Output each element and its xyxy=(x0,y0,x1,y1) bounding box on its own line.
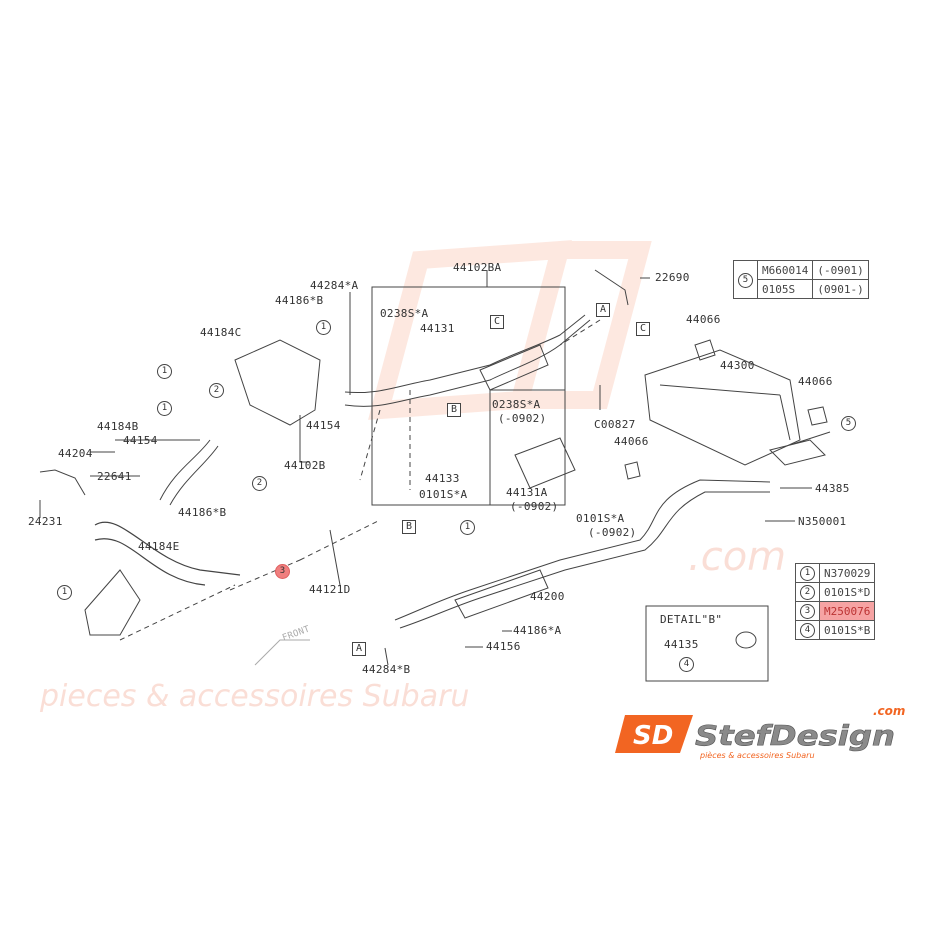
tailpipes xyxy=(769,431,831,466)
front-pipe xyxy=(94,521,241,586)
part-label: 0101S*A xyxy=(419,488,468,501)
part-label: 44066 xyxy=(614,435,649,448)
part-label: 44200 xyxy=(530,590,565,603)
o2-sensor-22690 xyxy=(594,269,629,306)
part-label: 44204 xyxy=(58,447,93,460)
muffler-44300 xyxy=(644,349,801,466)
ref-circle-1: 1 xyxy=(316,320,331,335)
watermark-logo-shape xyxy=(368,240,652,420)
ref-circle-1: 1 xyxy=(157,401,172,416)
rear-pipe-44200 xyxy=(394,479,771,629)
ref-box-b: B xyxy=(447,403,461,417)
part-label: (-0902) xyxy=(588,526,637,539)
part-label: 44102B xyxy=(284,459,326,472)
part-label: (-0902) xyxy=(498,412,547,425)
part-label: 44186*B xyxy=(178,506,227,519)
catalyst-44131A xyxy=(514,437,576,489)
part-label: C00827 xyxy=(594,418,636,431)
part-label: N350001 xyxy=(798,515,847,528)
ref-circle-3-highlighted[interactable]: 3 xyxy=(275,564,290,579)
ref-circle-4: 4 xyxy=(679,657,694,672)
part-label: 44121D xyxy=(309,583,351,596)
part-label: 44186*A xyxy=(513,624,562,637)
part-label: 44156 xyxy=(486,640,521,653)
part-label: 44154 xyxy=(123,434,158,447)
part-label: 44300 xyxy=(720,359,755,372)
part-label: 44135 xyxy=(664,638,699,651)
part-label: 44184E xyxy=(138,540,180,553)
part-label: 44184C xyxy=(200,326,242,339)
detail-b-frame xyxy=(645,605,769,682)
part-label: 44133 xyxy=(425,472,460,485)
ref-box-a: A xyxy=(596,303,610,317)
part-label: 44385 xyxy=(815,482,850,495)
logo-tld: .com xyxy=(873,705,905,718)
ref-box-c: C xyxy=(490,315,504,329)
legend-num: 5 xyxy=(733,260,758,299)
ref-circle-5: 5 xyxy=(841,416,856,431)
legend-part-5: 5 M660014(-0901) 0105S(0901-) xyxy=(733,260,869,299)
hanger-44066a xyxy=(694,339,716,361)
ref-box-a: A xyxy=(352,642,366,656)
part-label: 44154 xyxy=(306,419,341,432)
part-label: 44184B xyxy=(97,420,139,433)
part-label: 0101S*A xyxy=(576,512,625,525)
resonator xyxy=(454,569,549,619)
watermark-tagline: pieces & accessoires Subaru xyxy=(40,679,470,714)
part-label: 44131 xyxy=(420,322,455,335)
part-label: 44186*B xyxy=(275,294,324,307)
ref-circle-2: 2 xyxy=(252,476,267,491)
turbo-shield xyxy=(234,339,321,426)
catalyst xyxy=(479,344,549,391)
header-pipe xyxy=(159,439,219,506)
part-label: 0238S*A xyxy=(380,307,429,320)
part-label: 0238S*A xyxy=(492,398,541,411)
ref-circle-1: 1 xyxy=(157,364,172,379)
group-bracket-44102BA xyxy=(371,286,566,506)
ref-circle-1: 1 xyxy=(460,520,475,535)
ref-box-c: C xyxy=(636,322,650,336)
ref-circle-2: 2 xyxy=(209,383,224,398)
front-arrow xyxy=(254,639,310,666)
part-label: 44284*A xyxy=(310,279,359,292)
watermark-url: .com xyxy=(688,534,787,580)
part-label: 22690 xyxy=(655,271,690,284)
part-label: 44066 xyxy=(686,313,721,326)
ref-circle-1: 1 xyxy=(57,585,72,600)
part-label: (-0902) xyxy=(510,500,559,513)
detail-b-title: DETAIL"B" xyxy=(660,613,723,626)
part-label: 44102BA xyxy=(453,261,502,274)
part-label: 22641 xyxy=(97,470,132,483)
o2-sensor-22641 xyxy=(39,469,86,496)
hanger-44066c xyxy=(624,461,641,480)
hanger-44066b xyxy=(807,406,828,426)
part-label: 44131A xyxy=(506,486,548,499)
shield xyxy=(84,569,141,636)
logo-brand: StefDesign xyxy=(695,719,895,752)
logo-mark xyxy=(615,715,693,753)
part-label: 24231 xyxy=(28,515,63,528)
logo-tagline: pièces & accessoires Subaru xyxy=(699,750,815,760)
part-label: 44284*B xyxy=(362,663,411,676)
logo-mark-text: SD xyxy=(633,721,673,751)
part-label: 44066 xyxy=(798,375,833,388)
stefdesign-logo: SD StefDesign .com pièces & accessoires … xyxy=(615,705,905,760)
ref-box-b: B xyxy=(402,520,416,534)
bracket-44135 xyxy=(735,631,757,649)
